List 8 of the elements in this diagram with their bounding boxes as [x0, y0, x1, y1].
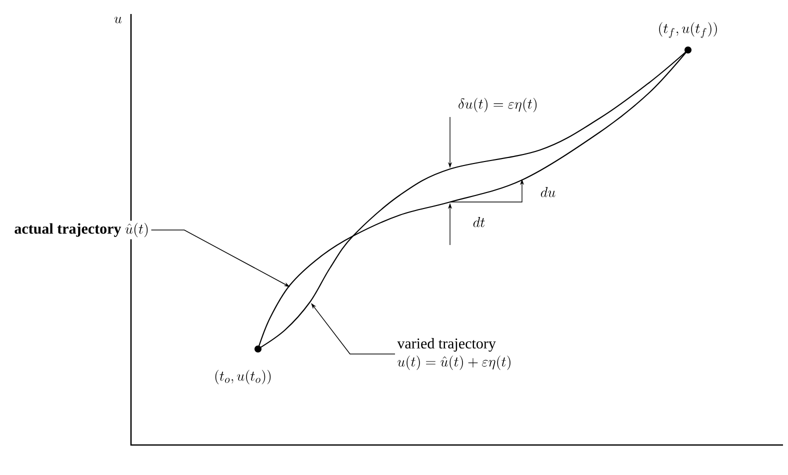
math-label: $dt$: [473, 217, 485, 228]
math-label: $du$: [540, 187, 556, 198]
math-label: $\delta u(t)=\varepsilon\eta(t)$: [458, 98, 537, 112]
math-label: $(t_o,u(t_o))$: [215, 370, 271, 384]
math-label: $(t_f,u(t_f))$: [659, 22, 717, 38]
callout-text: $\textbf{actual trajectory}\ \hat{u}(t)$: [12, 220, 152, 240]
math-label: $u$: [114, 16, 122, 24]
callout-text: varied trajectory $u(t)=\hat{u}(t)+\varepsilon\eta(t)$: [395, 336, 514, 372]
